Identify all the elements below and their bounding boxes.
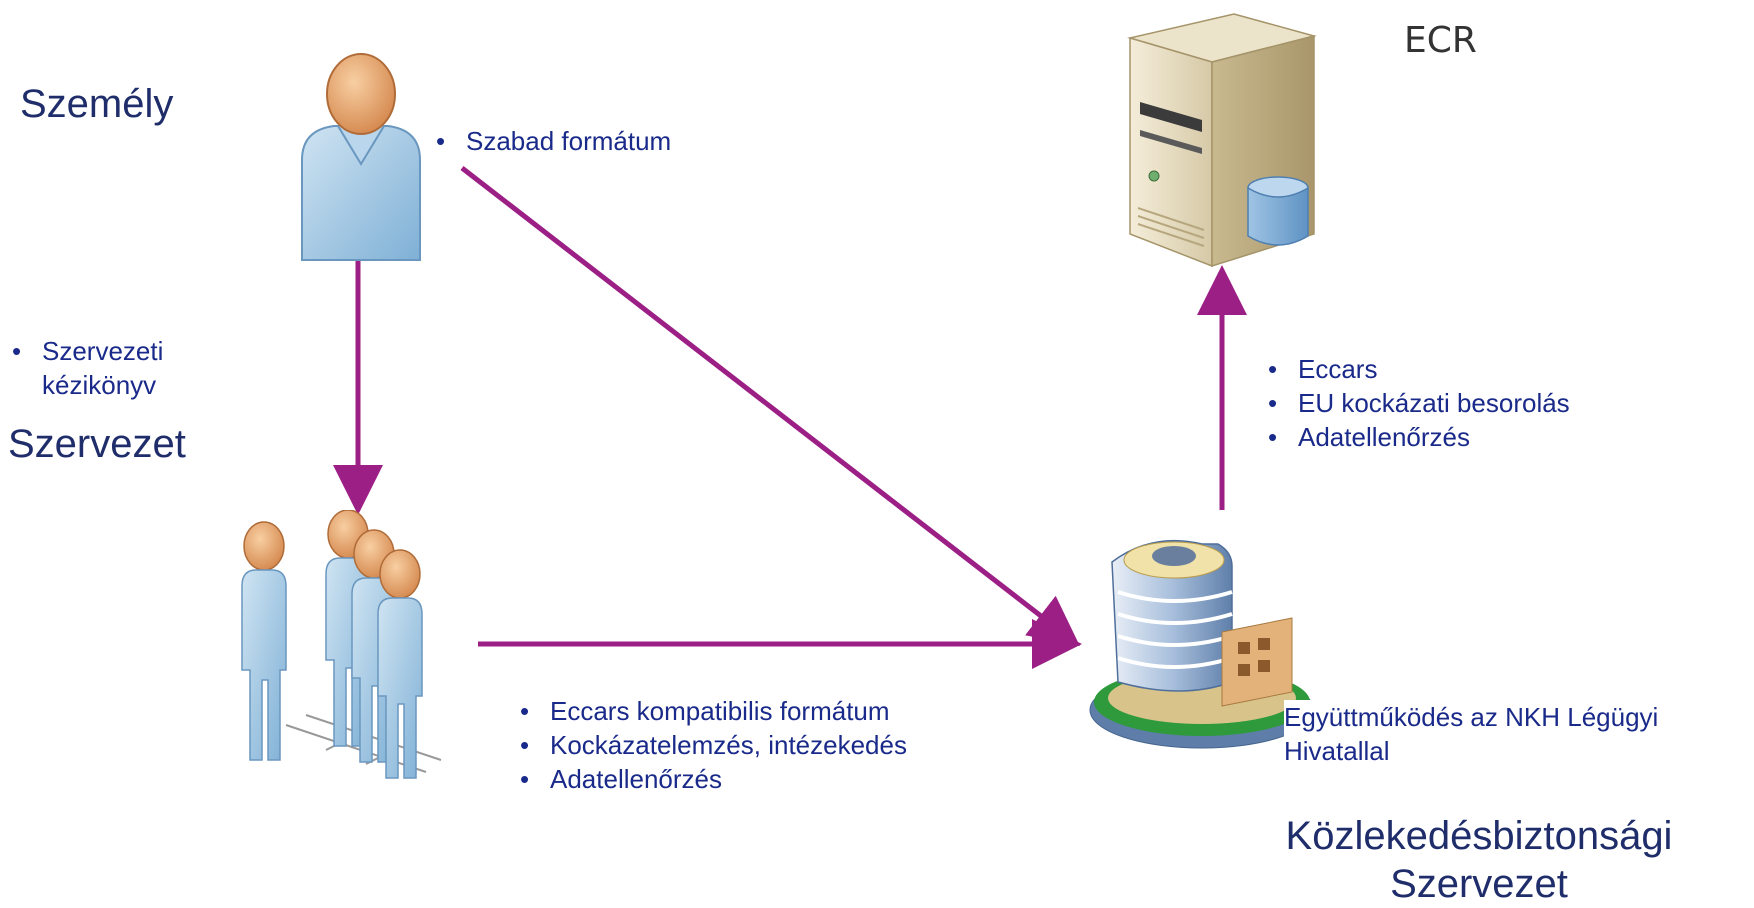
node-label-organization: Szervezet xyxy=(8,422,186,466)
office-building-icon xyxy=(1089,539,1315,749)
edge-bullet: Adatellenőrzés xyxy=(516,762,1076,796)
edge-bullet: Szabad formátum xyxy=(432,124,832,158)
edge-bullet: Eccars kompatibilis formátum xyxy=(516,694,1076,728)
cooperation-note: Együttműködés az NKH Légügyi Hivatallal xyxy=(1284,700,1754,768)
arrow-person-to-safety-body xyxy=(460,166,1080,647)
edge-bullet: EU kockázati besorolás xyxy=(1264,386,1704,420)
person-icon xyxy=(301,53,421,261)
edge-bullet: Kockázatelemzés, intézekedés xyxy=(516,728,1076,762)
edge-bullet: Eccars xyxy=(1264,352,1704,386)
node-label-person: Személy xyxy=(20,82,174,126)
edge-bullet: Adatellenőrzés xyxy=(1264,420,1704,454)
edge-notes-organization-to-safety-body: Eccars kompatibilis formátum Kockázatele… xyxy=(516,694,1076,796)
edge-notes-person-to-organization: Szervezeti kézikönyv xyxy=(8,334,228,402)
edge-notes-safety-body-to-ecr: Eccars EU kockázati besorolás Adatellenő… xyxy=(1264,352,1704,454)
edge-notes-person-to-safety-body: Szabad formátum xyxy=(432,124,832,158)
group-of-people-icon xyxy=(241,510,442,779)
node-label-ecr: ECR xyxy=(1404,20,1477,61)
server-database-icon xyxy=(1127,13,1317,268)
edge-bullet: Szervezeti kézikönyv xyxy=(8,334,228,402)
